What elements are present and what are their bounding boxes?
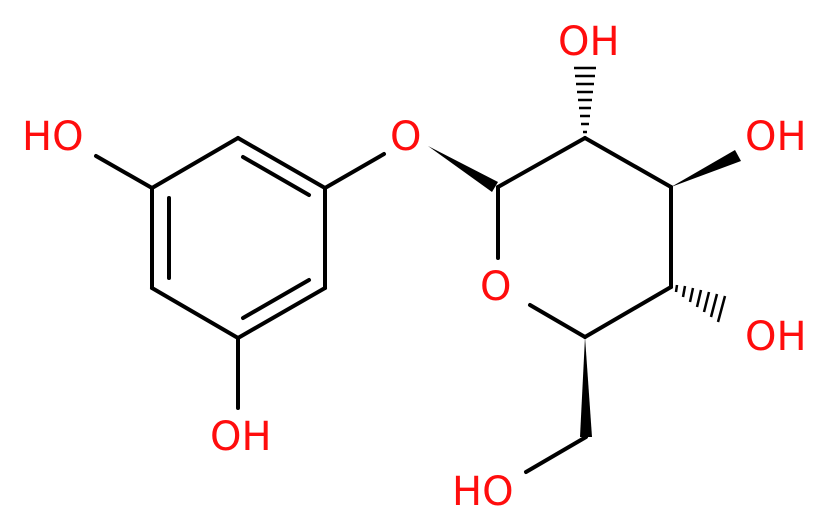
benzene-ring bbox=[150, 136, 327, 340]
hashed-bond-c4-oh bbox=[674, 284, 727, 323]
label-oh-c2: OH bbox=[558, 19, 620, 65]
label-o-glycosidic: O bbox=[390, 114, 421, 160]
hashed-bond-c2-oh bbox=[574, 66, 596, 134]
pyranose-ring bbox=[496, 136, 673, 339]
wedge-bond-c3-oh bbox=[671, 150, 741, 187]
bond-ring-oh-left bbox=[94, 154, 154, 190]
label-oh-ring-left: HO bbox=[22, 114, 84, 160]
bond-ring-o-glyco bbox=[323, 152, 386, 190]
label-oh-c4: OH bbox=[745, 314, 807, 360]
label-oh-ch2: HO bbox=[452, 469, 514, 515]
label-oh-c3: OH bbox=[745, 114, 807, 160]
label-oh-ring-bottom: OH bbox=[210, 414, 272, 460]
wedge-bond-c5-ch2 bbox=[580, 337, 592, 437]
wedge-bond-c1-o bbox=[428, 146, 498, 192]
bond-ch2-oh bbox=[524, 435, 588, 474]
label-o-pyranose: O bbox=[480, 264, 511, 310]
